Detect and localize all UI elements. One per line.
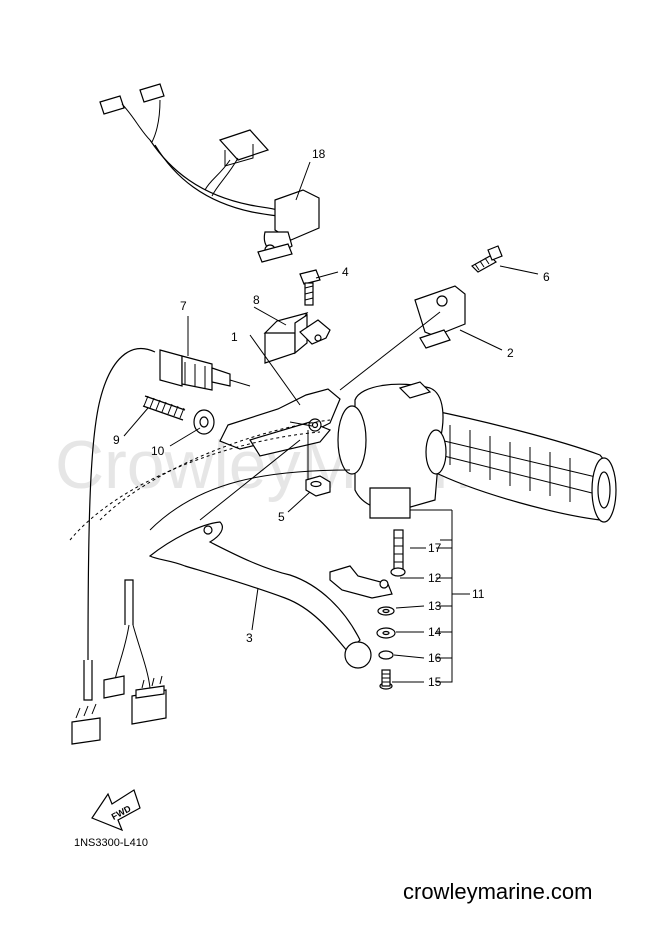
callout-4: 4 xyxy=(342,265,349,279)
callout-8: 8 xyxy=(253,293,260,307)
callout-18: 18 xyxy=(312,147,326,161)
part-5-nut[interactable] xyxy=(305,475,331,497)
leader-lines xyxy=(123,161,539,683)
part-8-switch[interactable] xyxy=(263,312,331,364)
part-6-screw[interactable] xyxy=(471,245,503,273)
callout-1: 1 xyxy=(231,330,238,344)
part-7-cable-switch[interactable] xyxy=(87,347,251,661)
callout-2: 2 xyxy=(507,346,514,360)
part-18-harness[interactable] xyxy=(99,83,320,263)
part-12-plate[interactable] xyxy=(329,565,393,599)
callout-3: 3 xyxy=(246,631,253,645)
part-10-nut[interactable] xyxy=(193,409,215,435)
part-3-lever[interactable] xyxy=(148,521,372,669)
switch-housing[interactable] xyxy=(337,381,447,519)
callout-13: 13 xyxy=(428,599,442,613)
part-16-washer[interactable] xyxy=(378,650,394,660)
reference-lines xyxy=(69,419,351,541)
diagram-code: 1NS3300-L410 xyxy=(74,837,148,849)
part-4-bolt[interactable] xyxy=(299,269,321,306)
brand-url[interactable]: crowleymarine.com xyxy=(403,879,593,904)
callout-10: 10 xyxy=(151,444,165,458)
callout-5: 5 xyxy=(278,510,285,524)
part-15-screw[interactable] xyxy=(379,669,393,690)
callout-16: 16 xyxy=(428,651,442,665)
part-14-washer[interactable] xyxy=(376,627,396,639)
callout-15: 15 xyxy=(428,675,442,689)
callout-9: 9 xyxy=(113,433,120,447)
part-13-washer[interactable] xyxy=(377,606,395,616)
callout-12: 12 xyxy=(428,571,442,585)
callout-7: 7 xyxy=(180,299,187,313)
part-17-bolt[interactable] xyxy=(390,529,406,577)
fwd-arrow-icon: FWD xyxy=(91,789,141,832)
callout-11: 11 xyxy=(472,587,485,601)
callout-14: 14 xyxy=(428,625,442,639)
lower-wiring[interactable] xyxy=(71,579,167,745)
callout-labels: 1 2 3 4 5 6 7 8 9 10 11 12 13 14 15 16 1… xyxy=(113,147,550,689)
part-9-spring[interactable] xyxy=(142,395,186,421)
handlebar-grip[interactable] xyxy=(359,409,617,523)
part-2-bracket[interactable] xyxy=(414,285,466,349)
callout-6: 6 xyxy=(543,270,550,284)
callout-17: 17 xyxy=(428,541,442,555)
